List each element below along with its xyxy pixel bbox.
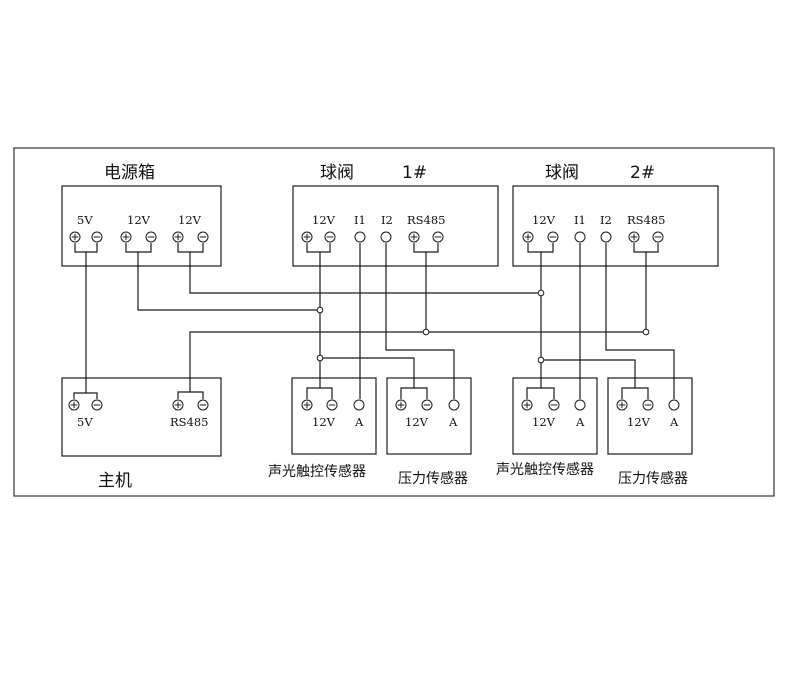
pressure-sensor-1-name: 压力传感器 (398, 470, 468, 487)
wires (73, 243, 675, 399)
terminal-plus-icon (395, 399, 407, 411)
terminal-minus-icon (324, 231, 336, 243)
touch2-label-12v: 12V (532, 415, 556, 429)
terminal-plus-icon (521, 399, 533, 411)
outer-frame (13, 147, 775, 497)
terminal-minus-icon (652, 231, 664, 243)
valve2-number: 2# (630, 163, 655, 183)
pressure-sensor-1: 12V A (386, 377, 472, 455)
terminal-open-icon (574, 399, 586, 411)
terminal-plus-icon (628, 231, 640, 243)
wire-valve2-i2 (605, 243, 675, 399)
terminal-open-icon (353, 399, 365, 411)
terminal-minus-icon (91, 231, 103, 243)
wire-valve1-i2 (385, 243, 455, 399)
terminal-minus-icon (432, 231, 444, 243)
valve1-label-i1: I1 (354, 213, 366, 227)
host-box: 5V RS485 (61, 377, 222, 457)
terminal-plus-icon (301, 231, 313, 243)
terminal-plus-icon (120, 231, 132, 243)
terminal-minus-icon (197, 231, 209, 243)
terminal-plus-icon (522, 231, 534, 243)
terminal-plus-icon (172, 399, 184, 411)
pressure2-label-a: A (669, 415, 679, 429)
terminal-minus-icon (145, 231, 157, 243)
touch-sensor-2-name: 声光触控传感器 (496, 461, 594, 478)
wire-valve1-to-pressure1-12v (320, 357, 415, 388)
terminal-minus-icon (326, 399, 338, 411)
wire-touch1-12v (306, 387, 333, 399)
pressure1-label-a: A (448, 415, 458, 429)
host-label-5v: 5V (77, 415, 93, 429)
power-label-12v-b: 12V (178, 213, 202, 227)
pressure-sensor-2-name: 压力传感器 (618, 470, 688, 487)
terminal-plus-icon (172, 231, 184, 243)
junction-dot (537, 356, 545, 364)
terminal-minus-icon (642, 399, 654, 411)
wire-host-5v-join (73, 392, 98, 399)
wire-valve1-12v-bridge (306, 243, 331, 253)
power-label-12v-a: 12V (127, 213, 151, 227)
valve2-label-i1: I1 (574, 213, 586, 227)
wire-pressure1-12v (400, 387, 428, 399)
terminal-minus-icon (197, 399, 209, 411)
power-box-title: 电源箱 (104, 163, 155, 183)
pressure2-label-12v: 12V (627, 415, 651, 429)
host-label-rs485: RS485 (170, 415, 209, 429)
junction-dot (642, 328, 650, 336)
pressure-sensor-2: 12V A (607, 377, 693, 455)
power-box: 5V 12V 12V (61, 185, 222, 267)
terminal-plus-icon (616, 399, 628, 411)
terminal-open-icon (574, 231, 586, 243)
terminal-minus-icon (547, 231, 559, 243)
terminal-open-icon (448, 399, 460, 411)
terminal-minus-icon (548, 399, 560, 411)
wire-12v-b-to-valve2 (189, 252, 541, 294)
host-title: 主机 (98, 471, 132, 491)
valve1-box: 12V I1 I2 RS485 (292, 185, 499, 267)
wire-12v-a-to-valve1 (137, 252, 320, 311)
valve1-label-i2: I2 (381, 213, 393, 227)
junction-dot (316, 354, 324, 362)
touch-sensor-2: 12V A (512, 377, 598, 455)
wire-rs485-bus (189, 331, 646, 392)
terminal-open-icon (354, 231, 366, 243)
terminal-open-icon (600, 231, 612, 243)
valve2-box: 12V I1 I2 RS485 (512, 185, 719, 267)
valve1-title: 球阀 (320, 163, 354, 183)
valve1-label-rs485: RS485 (407, 213, 446, 227)
terminal-open-icon (668, 399, 680, 411)
touch-sensor-1-name: 声光触控传感器 (268, 463, 366, 480)
touch1-label-a: A (354, 415, 364, 429)
terminal-minus-icon (421, 399, 433, 411)
wire-pressure2-12v (621, 387, 649, 399)
power-label-5v: 5V (77, 213, 93, 227)
touch2-label-a: A (575, 415, 585, 429)
valve2-title: 球阀 (545, 163, 579, 183)
junction-dot (537, 289, 545, 297)
wire-valve2-to-pressure2-12v (541, 359, 636, 388)
valve1-number: 1# (402, 163, 427, 183)
terminal-open-icon (380, 231, 392, 243)
valve2-label-i2: I2 (600, 213, 612, 227)
terminal-plus-icon (69, 231, 81, 243)
terminal-plus-icon (301, 399, 313, 411)
wire-touch2-12v (526, 387, 555, 399)
touch1-label-12v: 12V (312, 415, 336, 429)
pressure1-label-12v: 12V (405, 415, 429, 429)
terminal-minus-icon (91, 399, 103, 411)
valve2-label-12v: 12V (532, 213, 556, 227)
wire-host-rs485-join (177, 391, 204, 399)
terminal-plus-icon (68, 399, 80, 411)
valve2-label-rs485: RS485 (627, 213, 666, 227)
valve1-label-12v: 12V (312, 213, 336, 227)
terminal-plus-icon (408, 231, 420, 243)
junctions (316, 289, 650, 364)
junction-dot (316, 306, 324, 314)
touch-sensor-1: 12V A (291, 377, 377, 455)
junction-dot (422, 328, 430, 336)
